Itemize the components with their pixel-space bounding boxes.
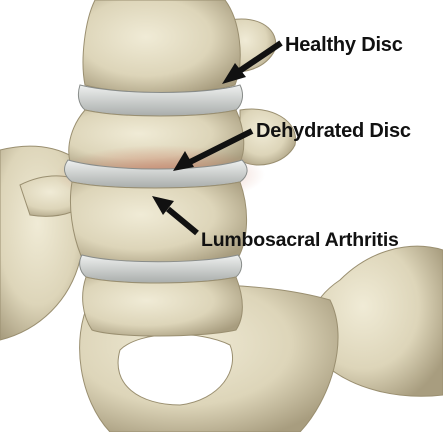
sacral-body xyxy=(83,277,243,336)
vertebra-l3 xyxy=(83,0,240,93)
dehydrated-disc-label: Dehydrated Disc xyxy=(256,120,411,143)
lumbosacral-arthritis-label: Lumbosacral Arthritis xyxy=(201,229,399,252)
healthy-disc-label: Healthy Disc xyxy=(285,34,403,57)
